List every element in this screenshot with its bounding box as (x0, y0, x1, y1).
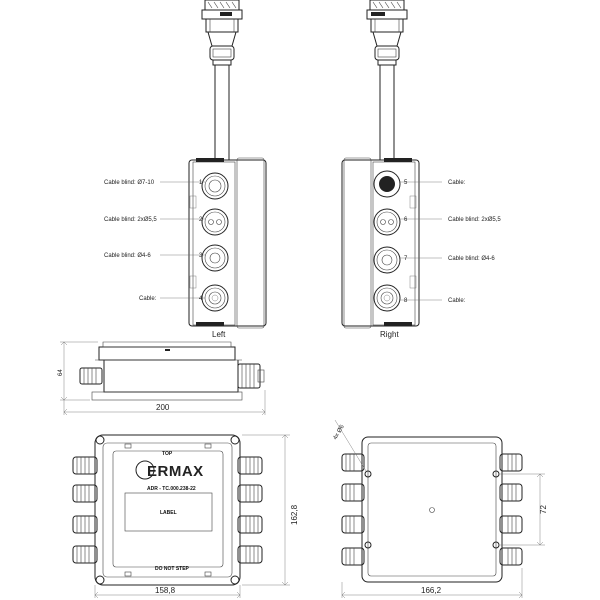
label-area-text: LABEL (160, 510, 177, 516)
mounting-hole-icon (230, 575, 240, 585)
cable-gland-icon (72, 545, 98, 564)
callout-label: Cable blind: 2xØ5,5 (448, 217, 501, 223)
cable-gland-icon (72, 484, 98, 503)
view-caption-left: Left (212, 330, 226, 339)
view-caption-right: Right (380, 330, 399, 339)
logo-text: ERMAX (147, 463, 204, 480)
cable-gland-icon (341, 515, 365, 534)
warning-text: DO NOT STEP (155, 566, 190, 572)
cable-gland-icon (499, 483, 523, 502)
mounting-hole-icon (364, 470, 372, 478)
mounting-hole-icon (364, 541, 372, 549)
hole-dimension: 4x Ø6 (333, 424, 347, 441)
callout-number: 1 (199, 180, 203, 186)
callout-label: Cable blind: 2xØ5,5 (104, 217, 157, 223)
cable-gland-icon (237, 456, 263, 475)
cable-entry-icon (373, 246, 401, 274)
top-marker: TOP (162, 451, 173, 457)
dimension-width: 166,2 (421, 586, 442, 595)
cable-gland-icon (72, 515, 98, 534)
callout-label: Cable: (448, 298, 466, 304)
dimension-spacing: 72 (539, 505, 548, 514)
cable-entry-icon (201, 172, 229, 200)
cable-gland-icon (237, 545, 263, 564)
mounting-hole-icon (492, 470, 500, 478)
callout-number: 3 (199, 253, 203, 259)
cable-entry-icon (373, 208, 401, 236)
logo: ERMAX (135, 460, 204, 480)
callout-number: 8 (404, 298, 408, 304)
cable-gland-icon (237, 363, 265, 389)
cable-gland-icon (341, 483, 365, 502)
callout-label: Cable blind: Ø4-6 (448, 256, 495, 262)
cable-entry-icon (201, 208, 229, 236)
callout-label: Cable blind: Ø4-6 (104, 253, 151, 259)
cable-entry-icon (201, 244, 229, 272)
back-view: 4x Ø6 72 166,2 (333, 419, 548, 599)
left-view: Cable blind: Ø7-10 1 Cable blind: 2xØ5,5… (104, 0, 267, 339)
callout-label: Cable blind: Ø7-10 (104, 180, 155, 186)
callout-label: Cable: (448, 180, 466, 186)
cable-entry-icon (373, 170, 401, 198)
part-code: ADR - TC.000.238-22 (147, 486, 196, 492)
mounting-hole-icon (95, 435, 105, 445)
callout-number: 6 (404, 217, 408, 223)
cable-gland-icon (499, 453, 523, 472)
callout-label: Cable: (139, 296, 157, 302)
callout-number: 7 (404, 256, 408, 262)
cable-gland-icon (79, 367, 103, 385)
cable-gland-icon (201, 0, 243, 66)
mounting-hole-icon (230, 435, 240, 445)
front-view: TOP ERMAX ADR - TC.000.238-22 LABEL DO N… (72, 434, 299, 599)
right-view: 5 Cable: 6 Cable blind: 2xØ5,5 7 Cable b… (341, 0, 501, 339)
cable-gland-icon (499, 515, 523, 534)
cable-gland-icon (341, 547, 365, 566)
dimension-width: 200 (156, 403, 170, 412)
cable-entry-icon (373, 284, 401, 312)
cable-gland-icon (499, 547, 523, 566)
side-view: 64 200 (58, 341, 266, 416)
callout-number: 5 (404, 180, 408, 186)
cable-gland-icon (341, 453, 365, 472)
callout-number: 2 (199, 217, 203, 223)
dimension-height: 64 (58, 369, 64, 376)
callout-number: 4 (199, 296, 203, 302)
mounting-hole-icon (492, 541, 500, 549)
cable-gland-icon (237, 515, 263, 534)
dimension-height: 162,8 (290, 504, 299, 525)
cable-gland-icon (72, 456, 98, 475)
cable-gland-icon (237, 484, 263, 503)
cable-entry-icon (201, 284, 229, 312)
dimension-width: 158,8 (155, 586, 176, 595)
mounting-hole-icon (95, 575, 105, 585)
cable-gland-icon (366, 0, 408, 66)
